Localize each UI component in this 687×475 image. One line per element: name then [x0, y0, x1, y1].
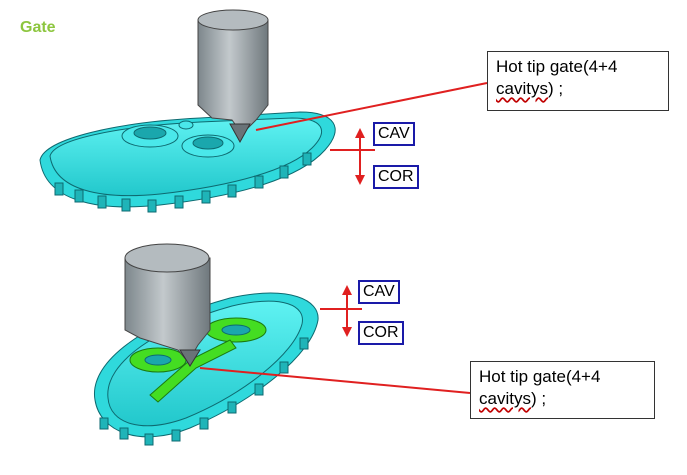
bottom-gate-callout: Hot tip gate(4+4 cavitys) ; — [470, 361, 655, 419]
top-hot-tip-nozzle — [197, 9, 269, 144]
bottom-callout-suffix: ) ; — [530, 389, 547, 408]
top-molded-part — [39, 111, 336, 213]
bottom-callout-line1: Hot tip gate(4+4 — [479, 367, 601, 386]
bottom-molded-part — [94, 292, 319, 446]
top-cav-label: CAV — [373, 122, 415, 146]
bottom-callout-cavitys: cavitys — [479, 389, 531, 408]
leader-lines — [199, 82, 488, 394]
top-callout-line2: cavitys) ; — [496, 78, 660, 100]
page-title: Gate — [20, 19, 56, 36]
top-gate-callout: Hot tip gate(4+4 cavitys) ; — [487, 51, 669, 111]
top-callout-cavitys: cavitys — [496, 79, 548, 98]
bottom-cav-label: CAV — [358, 280, 400, 304]
top-cor-label: COR — [373, 165, 419, 189]
top-callout-line1: Hot tip gate(4+4 — [496, 57, 618, 76]
bottom-cor-label: COR — [358, 321, 404, 345]
bottom-hot-tip-nozzle — [124, 243, 211, 367]
bottom-callout-line2: cavitys) ; — [479, 388, 646, 410]
top-callout-suffix: ) ; — [547, 79, 564, 98]
